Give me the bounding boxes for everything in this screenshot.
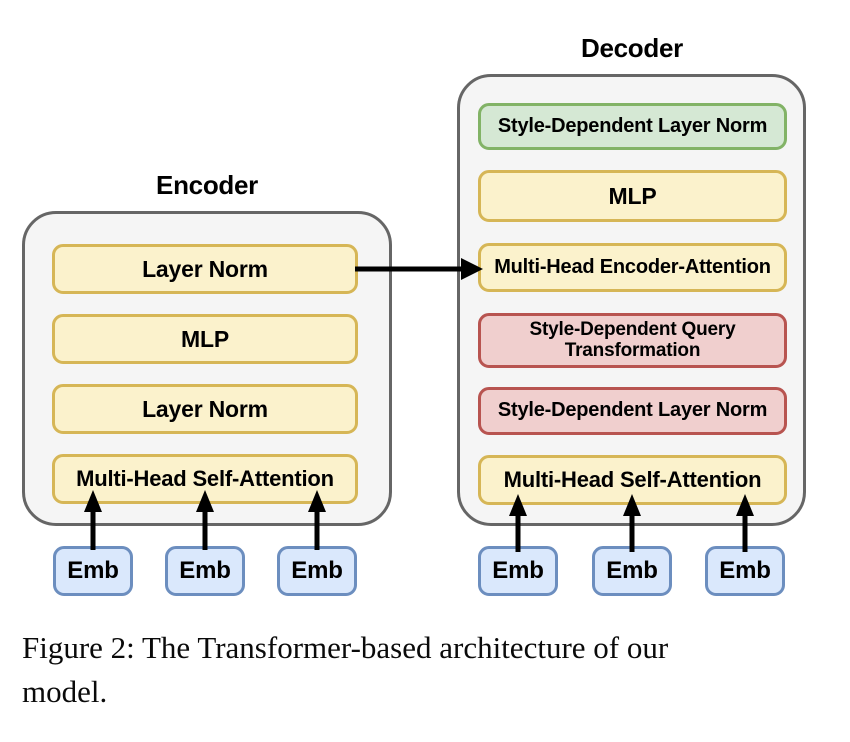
encoder-to-decoder-arrow-icon <box>355 255 483 283</box>
encoder-embedding-3: Emb <box>277 546 357 596</box>
decoder-style-dependent-layer-norm-top: Style-Dependent Layer Norm <box>478 103 787 150</box>
figure-caption: Figure 2: The Transformer-based architec… <box>22 626 828 714</box>
encoder-input-arrow-3-icon <box>307 490 327 550</box>
encoder-input-arrow-2-icon <box>195 490 215 550</box>
encoder-mlp: MLP <box>52 314 358 364</box>
decoder-title: Decoder <box>581 33 683 63</box>
figure-canvas: Encoder Layer Norm MLP Layer Norm Multi-… <box>22 33 806 596</box>
encoder-layer-norm-top: Layer Norm <box>52 244 358 294</box>
decoder-mlp: MLP <box>478 170 787 222</box>
caption-line-2: model. <box>22 674 108 710</box>
decoder-input-arrow-2-icon <box>622 494 642 554</box>
decoder-input-arrow-3-icon <box>735 494 755 554</box>
encoder-input-arrow-1-icon <box>83 490 103 550</box>
encoder-title: Encoder <box>156 170 258 200</box>
encoder-embedding-2: Emb <box>165 546 245 596</box>
caption-line-1: Figure 2: The Transformer-based architec… <box>22 630 669 665</box>
decoder-style-dependent-query-transformation: Style-Dependent Query Transformation <box>478 313 787 368</box>
decoder-style-dependent-layer-norm-bottom: Style-Dependent Layer Norm <box>478 387 787 435</box>
decoder-multi-head-encoder-attention: Multi-Head Encoder-Attention <box>478 243 787 292</box>
decoder-input-arrow-1-icon <box>508 494 528 554</box>
encoder-embedding-1: Emb <box>53 546 133 596</box>
decoder-embedding-3: Emb <box>705 546 785 596</box>
encoder-layer-norm-bottom: Layer Norm <box>52 384 358 434</box>
